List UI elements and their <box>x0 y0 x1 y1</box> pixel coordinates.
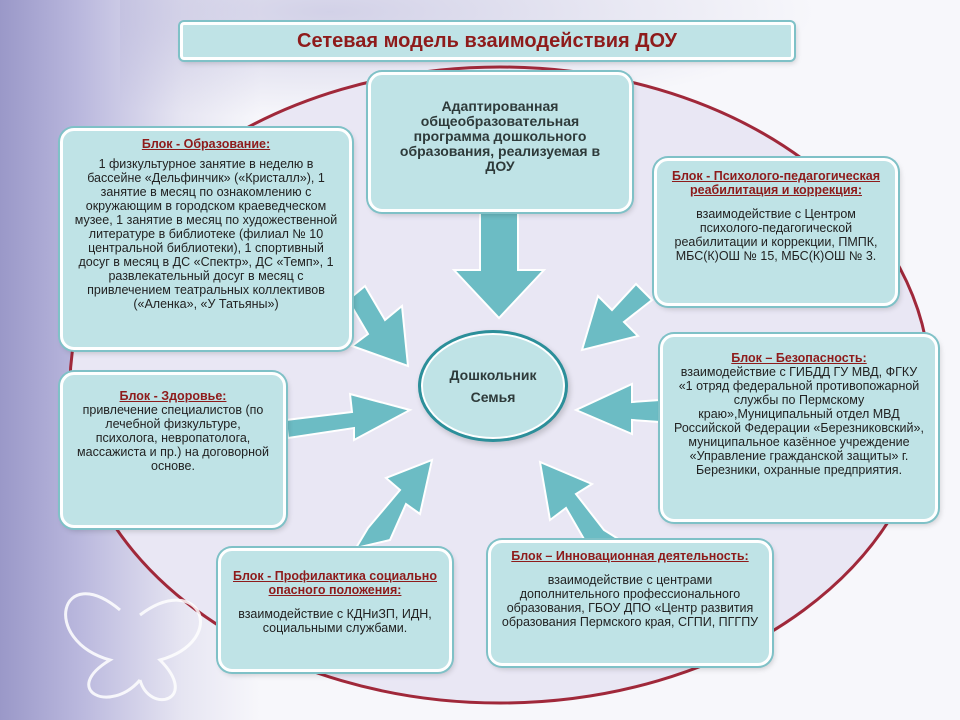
block-health: Блок - Здоровье: привлечение специалисто… <box>60 372 286 528</box>
arrow-health-to-center <box>284 392 413 442</box>
block-psychology-body: взаимодействие с Центром психолого-педаг… <box>674 207 878 263</box>
block-education: Блок - Образование: 1 физкультурное заня… <box>60 128 352 350</box>
arrow-psychology-to-center <box>580 282 654 352</box>
block-education-heading: Блок - Образование: <box>141 137 271 151</box>
program-text: Адаптированная общеобразовательная прогр… <box>399 98 601 174</box>
center-label-child: Дошкольник <box>449 367 537 383</box>
block-safety: Блок – Безопасность: взаимодействие с ГИ… <box>660 334 938 522</box>
butterfly-decoration-icon <box>64 592 202 702</box>
page-title: Сетевая модель взаимодействия ДОУ <box>180 22 794 60</box>
arrow-education-to-center <box>346 284 410 368</box>
arrow-safety-to-center <box>573 382 661 436</box>
arrow-program-to-center <box>451 211 547 320</box>
arrow-prevention-to-center <box>353 458 434 550</box>
block-innovation: Блок – Инновационная деятельность: взаим… <box>488 540 772 666</box>
block-innovation-body: взаимодействие с центрами дополнительног… <box>501 573 759 629</box>
block-psychology-heading: Блок - Психолого-педагогическая реабилит… <box>671 169 881 197</box>
block-prevention: Блок - Профилактика социально опасного п… <box>218 548 452 672</box>
block-psychology: Блок - Психолого-педагогическая реабилит… <box>654 158 898 306</box>
arrow-innovation-to-center <box>538 460 623 548</box>
block-prevention-heading: Блок - Профилактика социально опасного п… <box>233 569 437 597</box>
block-health-heading: Блок - Здоровье: <box>119 389 227 403</box>
block-education-body: 1 физкультурное занятие в неделю в бассе… <box>74 157 338 311</box>
program-box: Адаптированная общеобразовательная прогр… <box>368 72 632 212</box>
block-safety-heading: Блок – Безопасность: <box>731 351 867 365</box>
block-safety-body: взаимодействие с ГИБДД ГУ МВД, ФГКУ «1 о… <box>674 365 924 477</box>
center-circle: Дошкольник Семья <box>418 330 568 442</box>
block-prevention-body: взаимодействие с КДНиЗП, ИДН, социальным… <box>238 607 432 635</box>
center-label-family: Семья <box>470 389 516 405</box>
block-health-body: привлечение специалистов (по лечебной фи… <box>77 403 269 473</box>
block-innovation-heading: Блок – Инновационная деятельность: <box>511 549 749 563</box>
